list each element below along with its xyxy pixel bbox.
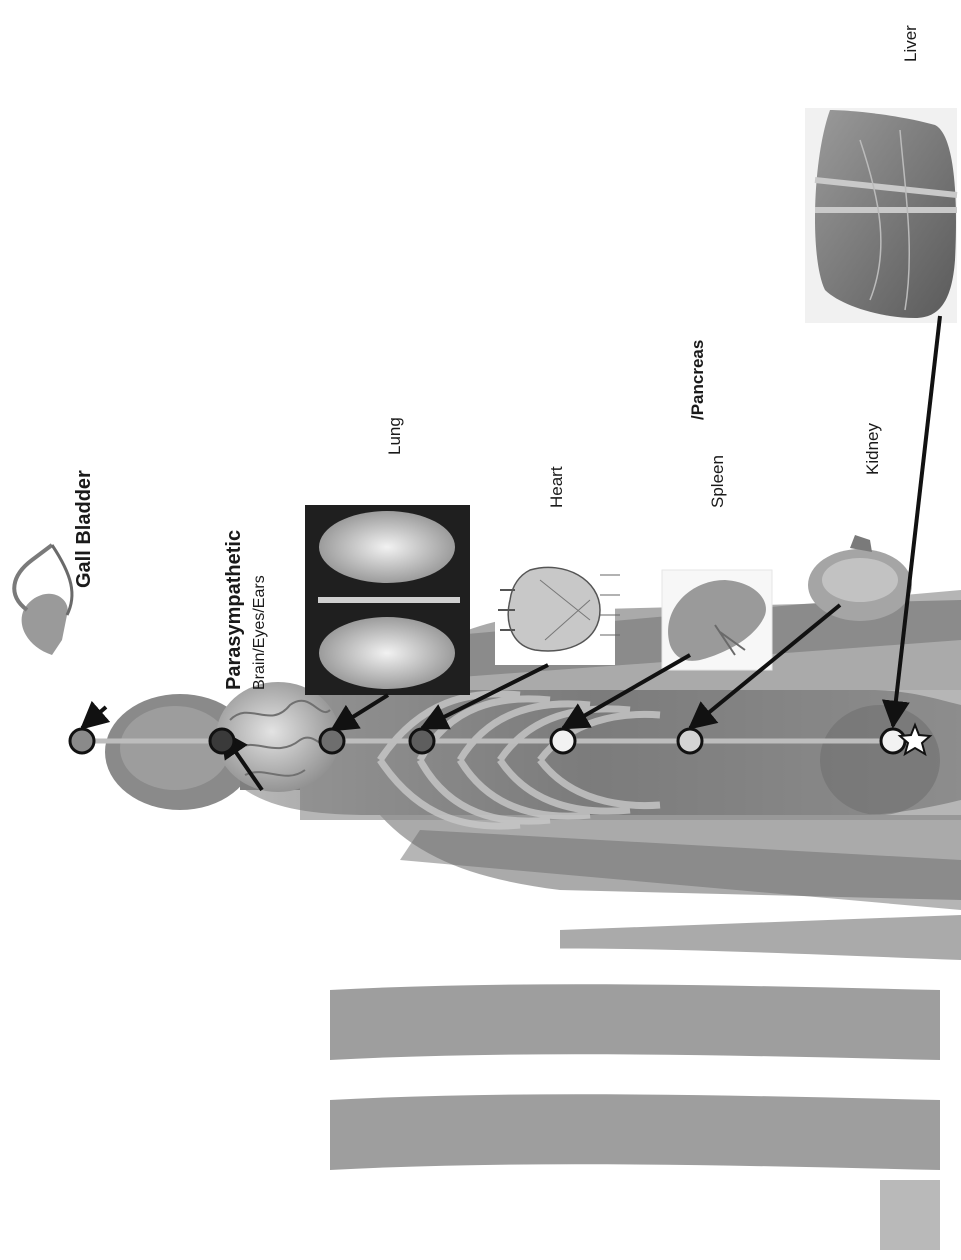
label-kidney: Kidney bbox=[863, 423, 882, 475]
lower-arm-band bbox=[330, 984, 940, 1060]
label-gall-bladder: Gall Bladder bbox=[73, 470, 95, 588]
marker-kidney bbox=[678, 729, 702, 753]
marker-spleen bbox=[551, 729, 575, 753]
label-spleen: Spleen bbox=[708, 455, 727, 508]
lung-image bbox=[305, 505, 470, 695]
marker-heart bbox=[410, 729, 434, 753]
gall-bladder-image bbox=[14, 545, 72, 655]
label-lung: Lung bbox=[385, 417, 404, 455]
marker-lung bbox=[320, 729, 344, 753]
label-heart: Heart bbox=[547, 466, 566, 508]
label-brain-eyes-ears: Brain/Eyes/Ears bbox=[251, 575, 268, 690]
marker-brain bbox=[210, 729, 234, 753]
label-liver: Liver bbox=[901, 25, 920, 62]
heart-image bbox=[495, 555, 620, 665]
liver-image bbox=[805, 108, 957, 323]
label-pancreas: /Pancreas bbox=[688, 340, 707, 420]
arrow-gall-bladder bbox=[82, 707, 106, 728]
marker-gall-bladder bbox=[70, 729, 94, 753]
label-parasympathetic: Parasympathetic bbox=[223, 530, 245, 690]
spleen-image bbox=[662, 570, 772, 670]
marker-liver bbox=[881, 729, 905, 753]
